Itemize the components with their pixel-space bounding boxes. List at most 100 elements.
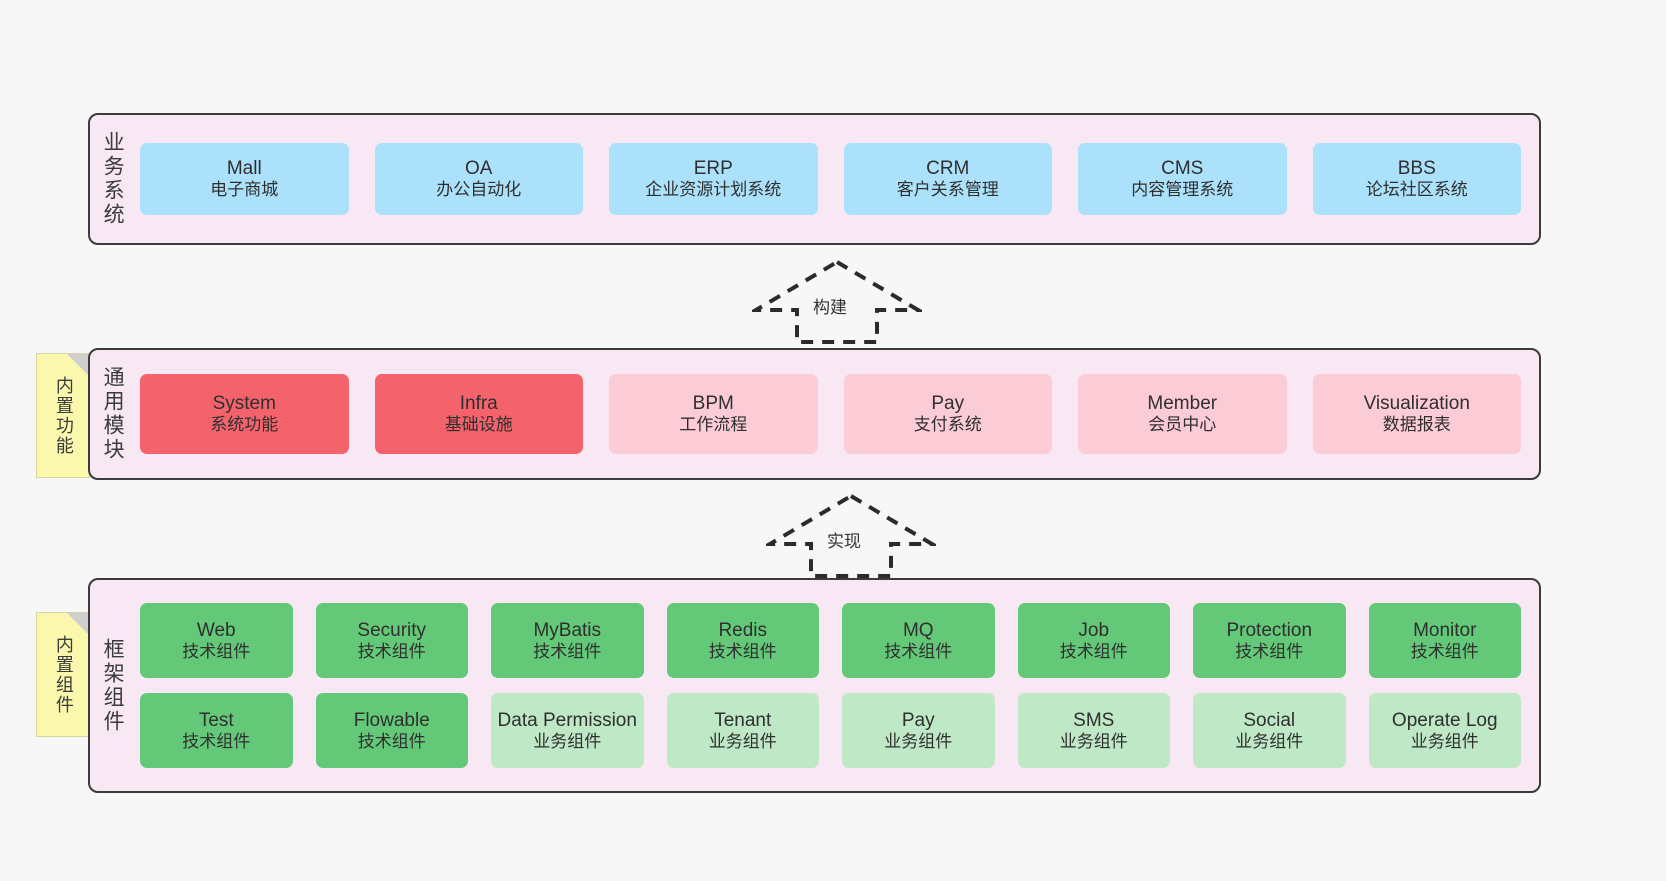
card-member[interactable]: Member 会员中心 bbox=[1078, 374, 1287, 454]
card-subtitle: 企业资源计划系统 bbox=[645, 180, 782, 200]
card-title: BBS bbox=[1397, 158, 1436, 180]
layer-body-framework: Web 技术组件 Security 技术组件 MyBatis 技术组件 Redi… bbox=[134, 580, 1539, 791]
card-title: OA bbox=[465, 158, 493, 180]
card-title: SMS bbox=[1073, 709, 1115, 731]
card-crm[interactable]: CRM 客户关系管理 bbox=[843, 143, 1052, 215]
card-security[interactable]: Security 技术组件 bbox=[315, 603, 468, 678]
card-tenant[interactable]: Tenant 业务组件 bbox=[666, 693, 819, 768]
card-title: Data Permission bbox=[497, 709, 637, 731]
card-subtitle: 技术组件 bbox=[884, 641, 953, 661]
card-pay-module[interactable]: Pay 支付系统 bbox=[843, 374, 1052, 454]
card-subtitle: 技术组件 bbox=[357, 641, 426, 661]
card-cms[interactable]: CMS 内容管理系统 bbox=[1078, 143, 1287, 215]
card-title: BPM bbox=[692, 393, 734, 415]
card-subtitle: 办公自动化 bbox=[436, 180, 522, 200]
card-title: ERP bbox=[693, 158, 733, 180]
card-infra[interactable]: Infra 基础设施 bbox=[374, 374, 583, 454]
card-oa[interactable]: OA 办公自动化 bbox=[374, 143, 583, 215]
card-subtitle: 技术组件 bbox=[1235, 641, 1304, 661]
card-title: Monitor bbox=[1413, 619, 1477, 641]
framework-card-row-2: Test 技术组件 Flowable 技术组件 Data Permission … bbox=[140, 693, 1521, 768]
card-title: CRM bbox=[926, 158, 970, 180]
card-protection[interactable]: Protection 技术组件 bbox=[1193, 603, 1346, 678]
note-fold-icon bbox=[67, 613, 89, 635]
note-label: 内置功能 bbox=[53, 375, 74, 456]
layer-title-business: 业务系统 bbox=[101, 131, 125, 227]
card-subtitle: 技术组件 bbox=[357, 731, 426, 751]
card-subtitle: 数据报表 bbox=[1382, 415, 1451, 435]
layer-body-modules: System 系统功能 Infra 基础设施 BPM 工作流程 Pay 支付系统… bbox=[134, 350, 1539, 478]
card-title: Flowable bbox=[353, 709, 430, 731]
card-subtitle: 系统功能 bbox=[210, 415, 279, 435]
connector-label-implement: 实现 bbox=[827, 532, 861, 551]
card-pay-component[interactable]: Pay 业务组件 bbox=[842, 693, 995, 768]
card-subtitle: 业务组件 bbox=[1059, 731, 1128, 751]
card-sms[interactable]: SMS 业务组件 bbox=[1017, 693, 1170, 768]
card-bbs[interactable]: BBS 论坛社区系统 bbox=[1312, 143, 1521, 215]
card-subtitle: 业务组件 bbox=[884, 731, 953, 751]
note-fold-icon bbox=[67, 354, 89, 376]
card-title: Web bbox=[196, 619, 236, 641]
card-system[interactable]: System 系统功能 bbox=[140, 374, 349, 454]
card-title: Operate Log bbox=[1391, 709, 1498, 731]
card-subtitle: 技术组件 bbox=[1059, 641, 1128, 661]
card-title: Member bbox=[1147, 393, 1218, 415]
card-subtitle: 业务组件 bbox=[533, 731, 602, 751]
connector-arrow-implement bbox=[766, 493, 936, 578]
framework-card-row-1: Web 技术组件 Security 技术组件 MyBatis 技术组件 Redi… bbox=[140, 603, 1521, 678]
card-title: MQ bbox=[902, 619, 934, 641]
card-operate-log[interactable]: Operate Log 业务组件 bbox=[1368, 693, 1521, 768]
card-subtitle: 论坛社区系统 bbox=[1365, 180, 1468, 200]
card-flowable[interactable]: Flowable 技术组件 bbox=[315, 693, 468, 768]
card-mq[interactable]: MQ 技术组件 bbox=[842, 603, 995, 678]
card-title: Redis bbox=[718, 619, 768, 641]
card-mall[interactable]: Mall 电子商城 bbox=[140, 143, 349, 215]
card-subtitle: 会员中心 bbox=[1148, 415, 1217, 435]
note-builtin-functions: 内置功能 bbox=[36, 353, 90, 478]
card-title: Test bbox=[198, 709, 234, 731]
connector-arrow-build bbox=[752, 259, 922, 344]
card-title: Tenant bbox=[714, 709, 772, 731]
card-subtitle: 业务组件 bbox=[1235, 731, 1304, 751]
card-erp[interactable]: ERP 企业资源计划系统 bbox=[609, 143, 818, 215]
card-title: CMS bbox=[1161, 158, 1204, 180]
card-subtitle: 业务组件 bbox=[1410, 731, 1479, 751]
card-redis[interactable]: Redis 技术组件 bbox=[666, 603, 819, 678]
connector-label-build: 构建 bbox=[813, 298, 847, 317]
note-label: 内置组件 bbox=[53, 634, 74, 715]
card-subtitle: 电子商城 bbox=[210, 180, 279, 200]
card-title: MyBatis bbox=[533, 619, 602, 641]
card-subtitle: 工作流程 bbox=[679, 415, 748, 435]
card-subtitle: 基础设施 bbox=[444, 415, 513, 435]
card-mybatis[interactable]: MyBatis 技术组件 bbox=[491, 603, 644, 678]
card-title: Mall bbox=[226, 158, 262, 180]
modules-card-row: System 系统功能 Infra 基础设施 BPM 工作流程 Pay 支付系统… bbox=[140, 374, 1521, 454]
card-title: Pay bbox=[931, 393, 965, 415]
card-data-permission[interactable]: Data Permission 业务组件 bbox=[491, 693, 644, 768]
card-subtitle: 技术组件 bbox=[708, 641, 777, 661]
card-title: Visualization bbox=[1363, 393, 1470, 415]
card-subtitle: 技术组件 bbox=[1410, 641, 1479, 661]
card-monitor[interactable]: Monitor 技术组件 bbox=[1368, 603, 1521, 678]
card-subtitle: 业务组件 bbox=[708, 731, 777, 751]
card-subtitle: 技术组件 bbox=[182, 731, 251, 751]
card-web[interactable]: Web 技术组件 bbox=[140, 603, 293, 678]
card-title: Pay bbox=[901, 709, 935, 731]
card-bpm[interactable]: BPM 工作流程 bbox=[609, 374, 818, 454]
layer-body-business: Mall 电子商城 OA 办公自动化 ERP 企业资源计划系统 CRM 客户关系… bbox=[134, 115, 1539, 243]
card-test[interactable]: Test 技术组件 bbox=[140, 693, 293, 768]
business-card-row: Mall 电子商城 OA 办公自动化 ERP 企业资源计划系统 CRM 客户关系… bbox=[140, 143, 1521, 215]
card-social[interactable]: Social 业务组件 bbox=[1193, 693, 1346, 768]
layer-common-modules: 通用模块 System 系统功能 Infra 基础设施 BPM 工作流程 Pay… bbox=[88, 348, 1541, 480]
note-builtin-components: 内置组件 bbox=[36, 612, 90, 737]
layer-title-modules: 通用模块 bbox=[101, 366, 125, 462]
card-subtitle: 技术组件 bbox=[533, 641, 602, 661]
card-title: Social bbox=[1243, 709, 1296, 731]
card-job[interactable]: Job 技术组件 bbox=[1017, 603, 1170, 678]
card-title: System bbox=[212, 393, 276, 415]
card-title: Infra bbox=[459, 393, 498, 415]
layer-business-systems: 业务系统 Mall 电子商城 OA 办公自动化 ERP 企业资源计划系统 CRM… bbox=[88, 113, 1541, 245]
card-title: Protection bbox=[1226, 619, 1313, 641]
card-visualization[interactable]: Visualization 数据报表 bbox=[1312, 374, 1521, 454]
